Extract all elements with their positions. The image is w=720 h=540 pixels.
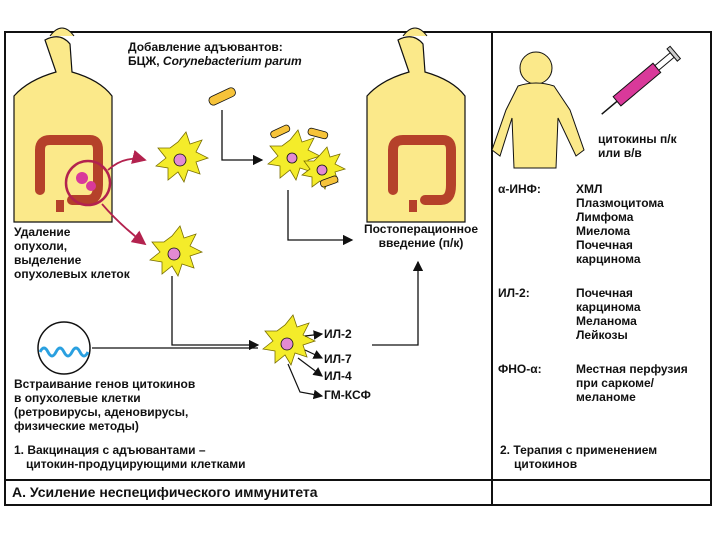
therapy-agent-il2: ИЛ-2: xyxy=(498,286,530,300)
adjuvants-title: Добавление адъювантов: xyxy=(128,40,283,54)
section-title: A. Усиление неспецифического иммунитета xyxy=(12,484,318,500)
cytokine-il4: ИЛ-4 xyxy=(324,369,352,383)
arrow-tumor-to-cell-mid xyxy=(101,203,147,246)
adjuvants-agents: БЦЖ, Corynebacterium parum xyxy=(128,54,302,68)
tumor-cell-mid xyxy=(149,225,204,277)
intestine-left xyxy=(35,135,103,212)
patient-torso-right xyxy=(366,27,466,223)
injection-label: цитокины п/к или в/в xyxy=(598,132,677,160)
arrow-adjuvant-to-cells xyxy=(221,110,264,166)
tumor-icon xyxy=(76,172,88,184)
intestine-right xyxy=(388,135,456,212)
therapy-list-ifn: ХМЛ Плазмоцитома Лимфома Миелома Почечна… xyxy=(576,182,664,266)
tumor-cell-transduced xyxy=(262,314,317,366)
patient-torso-left xyxy=(13,27,113,223)
figure-frame xyxy=(4,31,712,506)
therapy-list-il2: Почечная карцинома Меланома Лейкозы xyxy=(576,286,641,342)
tumor-cell-top xyxy=(155,131,210,183)
removal-label: Удаление опухоли, выделение опухолевых к… xyxy=(14,225,130,281)
arrow-tumor-to-cell-top xyxy=(107,149,147,171)
caption-vaccination: 1. Вакцинация с адъювантами – цитокин-пр… xyxy=(14,443,246,471)
tumor-cells-with-bacteria xyxy=(267,129,347,190)
gene-insertion-label: Встраивание генов цитокинов в опухолевые… xyxy=(14,377,196,433)
patient-figure-injection xyxy=(491,51,585,169)
cytokine-gmcsf: ГМ-КСФ xyxy=(324,388,371,402)
viral-vector-icon xyxy=(37,321,91,375)
syringe-icon xyxy=(601,45,682,115)
cytokine-il2: ИЛ-2 xyxy=(324,327,352,341)
therapy-list-tnf: Местная перфузия при саркоме/ меланоме xyxy=(576,362,688,404)
bacteria-icon xyxy=(208,87,339,188)
therapy-agent-tnf: ФНО-α: xyxy=(498,362,542,376)
caption-divider xyxy=(4,479,712,481)
arrow-transduced-to-postop xyxy=(372,260,424,346)
arrow-to-postop xyxy=(287,190,354,246)
tumor-highlight-circle xyxy=(64,159,112,207)
cytokine-il7: ИЛ-7 xyxy=(324,352,352,366)
arrow-cell-to-transduced xyxy=(171,276,260,351)
therapy-agent-ifn: α-ИНФ: xyxy=(498,182,541,196)
panel-divider xyxy=(491,31,493,506)
caption-therapy: 2. Терапия с применением цитокинов xyxy=(500,443,658,471)
